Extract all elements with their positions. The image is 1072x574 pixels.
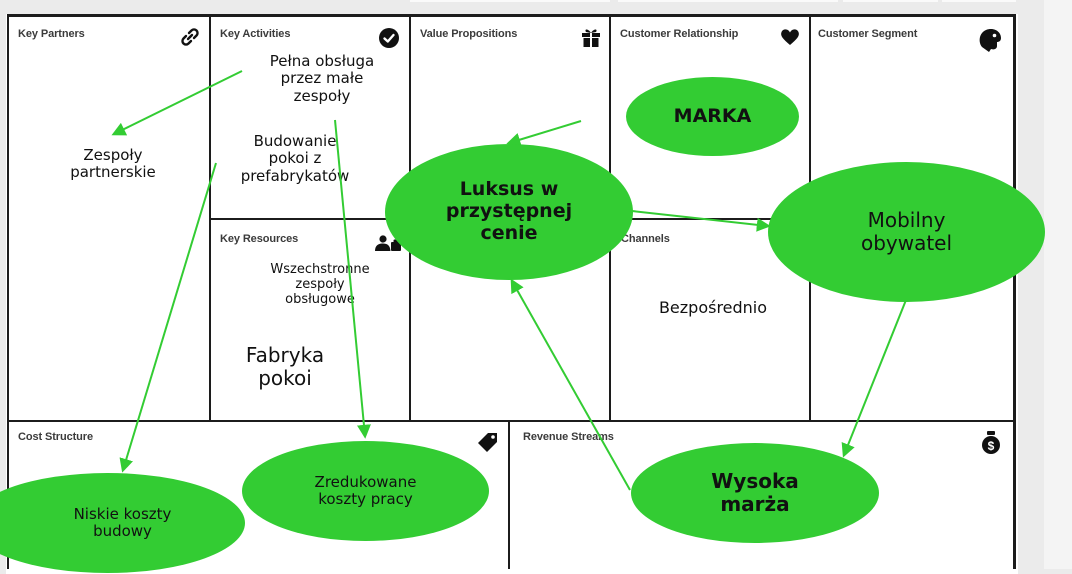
arrow-to-zredukowane — [334, 119, 371, 439]
grid-line — [1013, 14, 1016, 569]
arrow-to-partners — [111, 70, 243, 136]
top-strip — [410, 0, 610, 2]
tag-icon — [477, 431, 499, 453]
bubble-niskie-koszty: Niskie koszty budowy — [0, 473, 245, 573]
section-title: Value Propositions — [420, 28, 518, 40]
svg-text:$: $ — [988, 439, 995, 453]
arrow-to-niskie-koszty — [119, 162, 217, 473]
checkmark-icon — [378, 27, 400, 49]
grid-line — [508, 420, 510, 569]
grid-line — [7, 14, 1016, 17]
section-cost-structure: Cost Structure — [9, 422, 508, 569]
bubble-zredukowane-koszty: Zredukowane koszty pracy — [242, 441, 489, 541]
section-title: Revenue Streams — [523, 431, 614, 443]
gift-icon — [580, 26, 602, 48]
arrow-to-luksus — [506, 120, 582, 147]
top-strip — [618, 0, 838, 2]
link-icon — [179, 26, 201, 48]
bubble-marka: MARKA — [626, 77, 799, 156]
note-fabryka-pokoi: Fabryka pokoi — [245, 343, 325, 390]
bubble-mobilny-obywatel: Mobilny obywatel — [768, 162, 1045, 302]
grid-line — [7, 14, 9, 569]
people-icon — [374, 234, 402, 254]
heart-icon — [779, 26, 801, 48]
section-channels: Channels — [611, 220, 809, 420]
section-key-activities: Key Activities — [211, 17, 409, 217]
arrow-to-mobilny — [631, 210, 771, 232]
bubble-luksus: Luksus w przystępnej cenie — [385, 144, 633, 280]
section-title: Cost Structure — [18, 431, 93, 443]
section-value-propositions: Value Propositions — [411, 17, 609, 420]
section-key-resources: Key Resources — [211, 220, 409, 420]
section-title: Key Partners — [18, 28, 85, 40]
top-strip — [843, 0, 938, 2]
note-pelna-obsluga: Pełna obsługa przez małe zespoły — [269, 52, 375, 105]
face-icon — [977, 27, 1003, 53]
note-budowanie-pokoi: Budowanie pokoi z prefabrykatów — [240, 132, 350, 185]
section-title: Key Resources — [220, 233, 299, 245]
section-title: Customer Segment — [818, 28, 918, 40]
section-title: Key Activities — [220, 28, 291, 40]
grid-line — [209, 218, 411, 220]
arrow-from-marza-to-luksus — [510, 278, 631, 491]
arrow-to-wysoka-marza — [841, 299, 907, 458]
section-title: Channels — [621, 233, 670, 245]
note-zespoly-partnerskie: Zespoły partnerskie — [70, 146, 156, 182]
section-title: Customer Relationship — [620, 28, 739, 40]
note-bezposrednio: Bezpośrednio — [658, 298, 768, 317]
top-strip — [942, 0, 1016, 2]
section-revenue-streams: Revenue Streams $ — [510, 422, 1013, 569]
money-bag-icon: $ — [980, 430, 1002, 456]
section-key-partners: Key Partners — [9, 17, 209, 217]
bubble-wysoka-marza: Wysoka marża — [631, 443, 879, 543]
section-customer-segment: Customer Segment — [811, 17, 1013, 420]
grid-line — [7, 420, 1016, 422]
section-customer-relationship: Customer Relationship — [611, 17, 809, 217]
note-wszechstronne: Wszechstronne zespoły obsługowe — [270, 262, 370, 307]
scrollbar-gutter — [1044, 0, 1072, 569]
